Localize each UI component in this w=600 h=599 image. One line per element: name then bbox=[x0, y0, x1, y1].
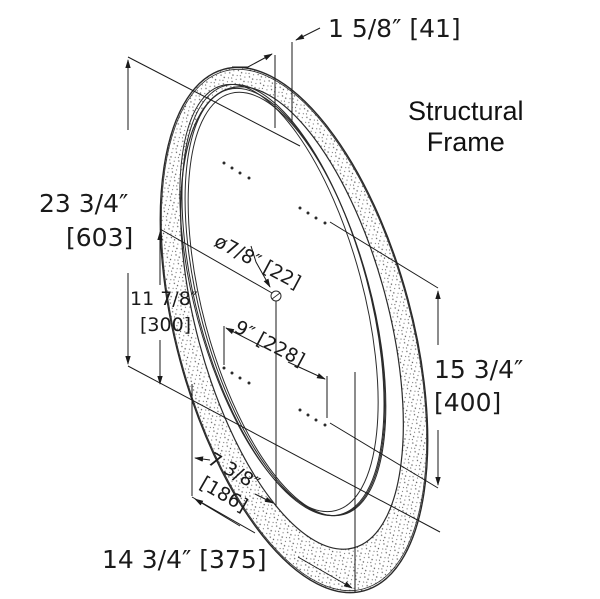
diagram-title: Structural Frame bbox=[408, 96, 524, 158]
mount-spacing-height-mm-label: [400] bbox=[434, 388, 502, 417]
overall-height-inch-label: 23 3/4″ bbox=[39, 189, 129, 218]
center-height-mm-label: [300] bbox=[140, 314, 192, 336]
center-height-inch-label: 11 7/8″ bbox=[130, 288, 198, 310]
overall-height-mm-label: [603] bbox=[66, 223, 134, 252]
title-line-1: Structural bbox=[408, 96, 524, 126]
mounting-dots bbox=[222, 161, 327, 427]
dimension-lines bbox=[125, 27, 441, 592]
overall-width-label: 14 3/4″ [375] bbox=[102, 545, 267, 574]
title-line-2: Frame bbox=[426, 127, 505, 157]
center-hole bbox=[270, 290, 282, 302]
mount-spacing-height-inch-label: 15 3/4″ bbox=[434, 355, 524, 384]
frame-depth-label: 1 5/8″ [41] bbox=[328, 14, 461, 43]
inner-rims bbox=[179, 83, 387, 517]
